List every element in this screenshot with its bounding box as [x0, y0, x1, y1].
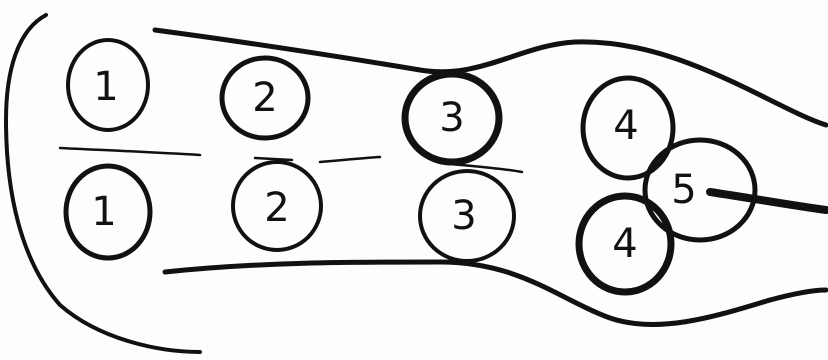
circle-center-5: 5 [645, 140, 755, 240]
circle-label: 3 [439, 95, 464, 141]
circle-upper-2: 2 [222, 58, 308, 138]
circle-upper-4: 4 [583, 78, 673, 178]
midline-stroke-3 [320, 157, 380, 162]
circle-upper-3: 3 [405, 74, 499, 162]
midline-stroke-1 [60, 148, 200, 155]
circle-label: 4 [613, 103, 638, 149]
circle-upper-1: 1 [68, 40, 148, 130]
circle-label: 2 [252, 75, 277, 121]
circle-label: 3 [451, 193, 476, 239]
circle-label: 1 [91, 189, 116, 235]
circle-label: 5 [671, 167, 696, 213]
circle-lower-2: 2 [233, 162, 321, 250]
circle-label: 2 [264, 185, 289, 231]
circle-lower-1: 1 [66, 166, 150, 258]
circle-label: 1 [93, 64, 118, 110]
midline-stroke-2 [255, 158, 292, 160]
circle-lower-4: 4 [579, 196, 671, 292]
circle-label: 4 [612, 221, 637, 267]
circle-lower-3: 3 [420, 171, 514, 261]
lower-boundary-line [165, 262, 826, 325]
stem-line [710, 192, 826, 210]
